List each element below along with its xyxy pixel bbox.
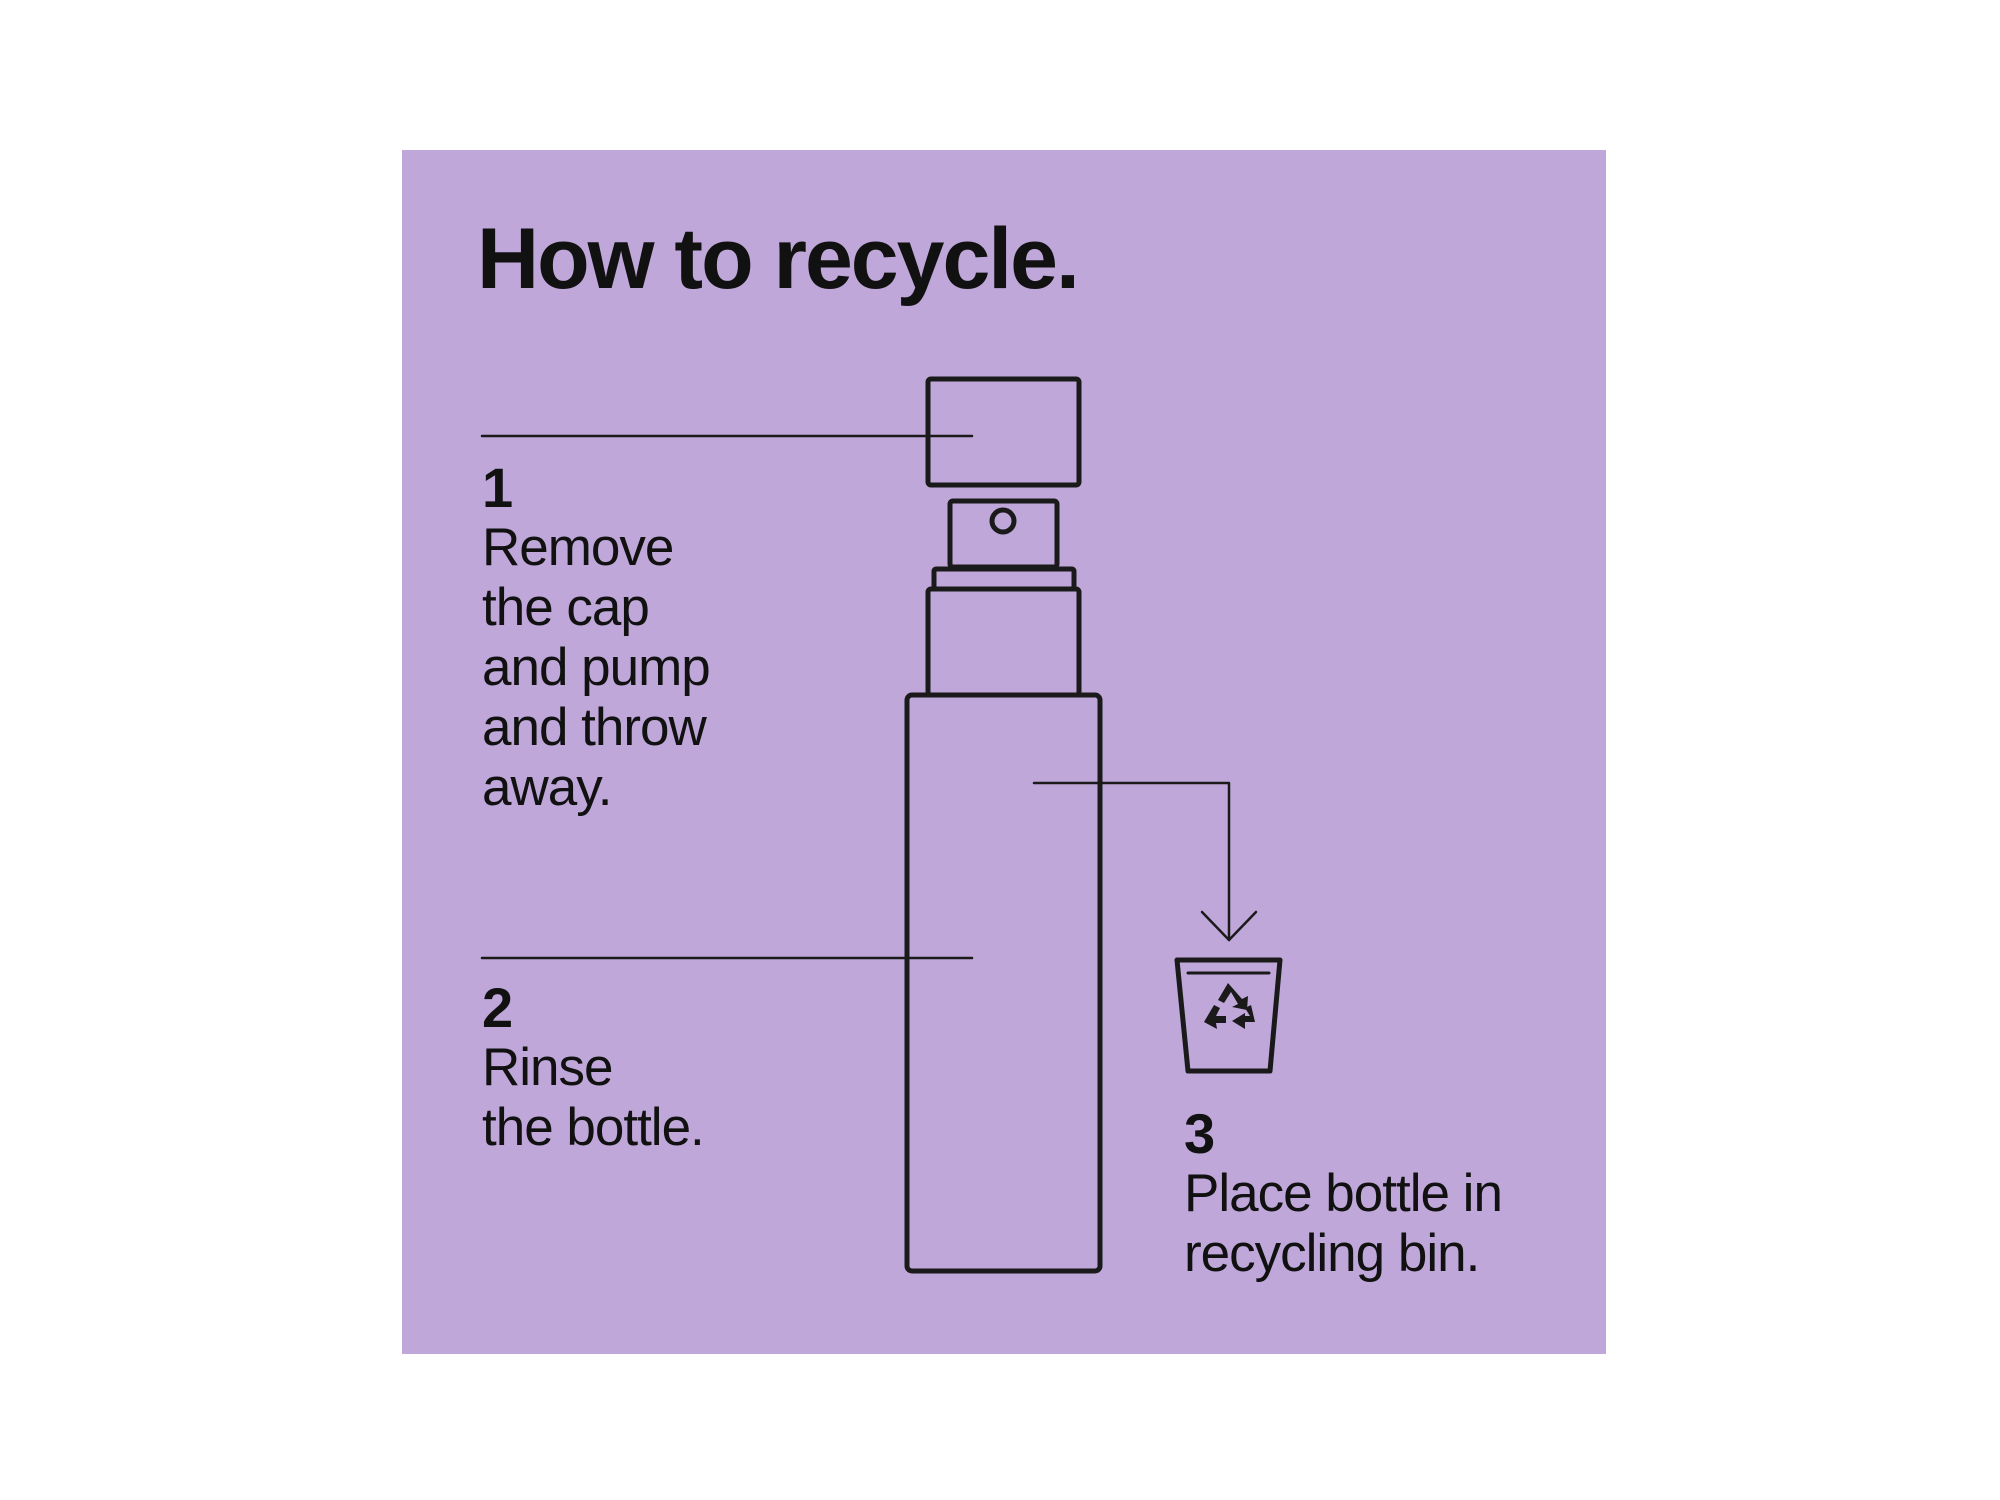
step-3-text: Place bottle in recycling bin. bbox=[1184, 1164, 1503, 1283]
step-2: 2 Rinse the bottle. bbox=[482, 976, 705, 1158]
recycling-bin-icon bbox=[1174, 957, 1283, 1074]
step-2-number: 2 bbox=[482, 976, 514, 1039]
step-3-number: 3 bbox=[1184, 1102, 1216, 1165]
recycling-diagram bbox=[480, 376, 1283, 1274]
cap-icon bbox=[925, 376, 1082, 488]
page-title: How to recycle. bbox=[477, 211, 1080, 307]
pump-icon bbox=[931, 498, 1077, 592]
panel-background bbox=[402, 150, 1606, 1354]
step-2-text: Rinse the bottle. bbox=[482, 1038, 705, 1157]
bottle-icon bbox=[904, 586, 1103, 1274]
step-1-number: 1 bbox=[482, 456, 514, 519]
step-1: 1 Remove the cap and pump and throw away… bbox=[482, 456, 711, 818]
step-1-text: Remove the cap and pump and throw away. bbox=[482, 518, 711, 817]
recycle-instructions-panel: How to recycle. bbox=[402, 150, 1606, 1354]
step-3: 3 Place bottle in recycling bin. bbox=[1184, 1102, 1503, 1284]
arrow-down-icon bbox=[1032, 781, 1258, 942]
recycle-symbol-icon bbox=[1204, 983, 1255, 1029]
